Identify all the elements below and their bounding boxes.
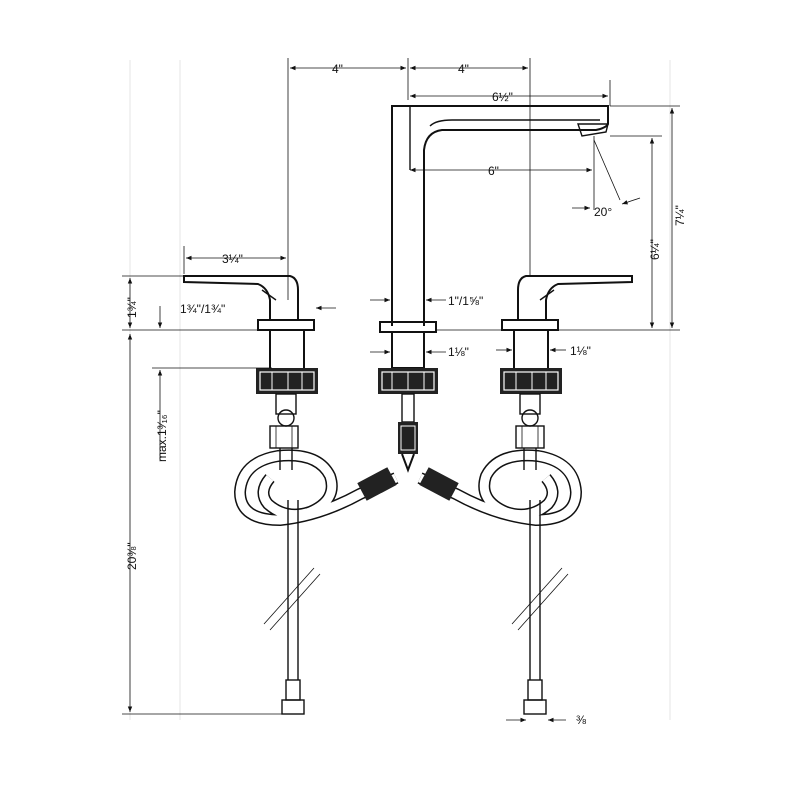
dim-spout-reach: 6" xyxy=(488,164,499,178)
dim-outlet-height: 6¼" xyxy=(648,239,662,260)
dim-max-deck-thickness: max.1³⁄₁₆" xyxy=(155,410,169,462)
dimension-labels: 4" 4" 6½" 6" 20° 6¼" 7¼" 3¼" 1¾" 1¾"/1¾"… xyxy=(125,62,687,727)
dim-overall-height: 7¼" xyxy=(673,205,687,226)
dim-valve-shank: 1⅛" xyxy=(570,344,591,358)
right-handle-valve xyxy=(500,275,633,449)
dim-spread-right: 4" xyxy=(458,62,469,76)
dim-handle-deck-ring: 1¾"/1¾" xyxy=(180,302,225,316)
dim-supply-connection: ⅜ xyxy=(576,713,587,727)
left-handle-valve xyxy=(183,275,318,449)
dim-spout-base-diameter: 1"/1⅝" xyxy=(448,294,483,308)
dimension-lines xyxy=(122,58,680,723)
supply-lines xyxy=(263,500,569,715)
dim-handle-height: 1¾" xyxy=(125,297,139,318)
dim-spout-shank: 1⅛" xyxy=(448,345,469,359)
dim-spout-angle: 20° xyxy=(594,205,612,219)
connecting-hoses xyxy=(234,448,582,526)
spout xyxy=(378,105,609,473)
dim-handle-length: 3¼" xyxy=(222,252,243,266)
dim-spout-reach-total: 6½" xyxy=(492,90,513,104)
dim-supply-length: 20⅜" xyxy=(125,542,139,570)
dim-spread-left: 4" xyxy=(332,62,343,76)
